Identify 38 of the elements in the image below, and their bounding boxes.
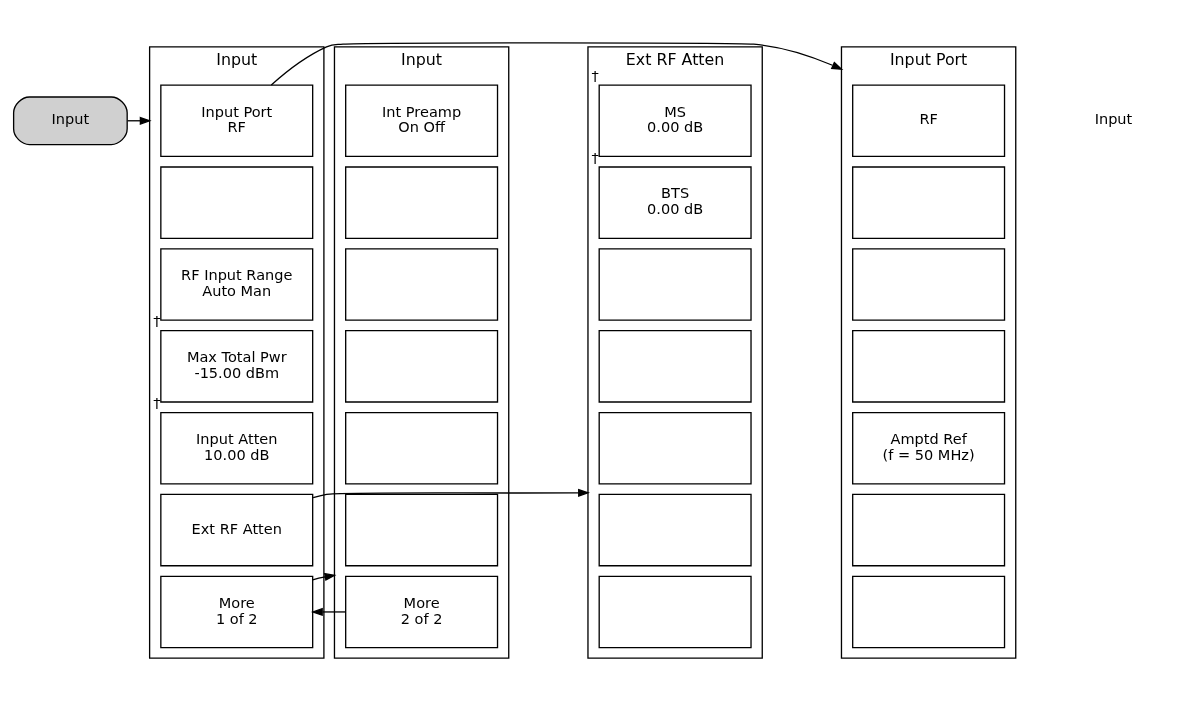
node-box bbox=[852, 329, 1006, 403]
node-box: RF bbox=[852, 83, 1006, 157]
node-box: More 1 of 2 bbox=[160, 575, 314, 648]
node-box bbox=[598, 575, 752, 648]
node-box bbox=[598, 247, 752, 321]
node-box bbox=[852, 247, 1006, 321]
node-label: † bbox=[591, 149, 599, 166]
node-box bbox=[598, 411, 752, 485]
arrow bbox=[312, 488, 590, 498]
node-box bbox=[345, 411, 499, 485]
label: Input bbox=[1094, 110, 1133, 127]
node-box bbox=[345, 165, 499, 239]
node-box bbox=[345, 493, 499, 566]
node-box: Input bbox=[12, 95, 128, 145]
node-box bbox=[852, 575, 1006, 648]
node-box bbox=[852, 165, 1006, 239]
arrow bbox=[310, 607, 347, 616]
node-box bbox=[598, 493, 752, 566]
arrow bbox=[270, 41, 844, 86]
node-label: † bbox=[153, 312, 161, 329]
node-box bbox=[345, 247, 499, 321]
node-box bbox=[160, 165, 314, 239]
node-box bbox=[345, 329, 499, 403]
node-box: MS 0.00 dB bbox=[598, 83, 752, 157]
node-box: Int Preamp On Off bbox=[345, 83, 499, 157]
node-box: Max Total Pwr -15.00 dBm bbox=[160, 329, 314, 403]
arrow bbox=[312, 572, 337, 581]
node-box: Input Port RF bbox=[160, 83, 314, 157]
node-box: BTS 0.00 dB bbox=[598, 165, 752, 239]
node-box: More 2 of 2 bbox=[345, 575, 499, 648]
node-box: Ext RF Atten bbox=[160, 493, 314, 566]
node-label: † bbox=[591, 67, 599, 84]
node-box bbox=[852, 493, 1006, 566]
node-box: Amptd Ref (f = 50 MHz) bbox=[852, 411, 1006, 485]
node-label: † bbox=[153, 394, 161, 411]
node-box: RF Input Range Auto Man bbox=[160, 247, 314, 321]
node-box bbox=[598, 329, 752, 403]
node-box: Input Atten 10.00 dB bbox=[160, 411, 314, 485]
